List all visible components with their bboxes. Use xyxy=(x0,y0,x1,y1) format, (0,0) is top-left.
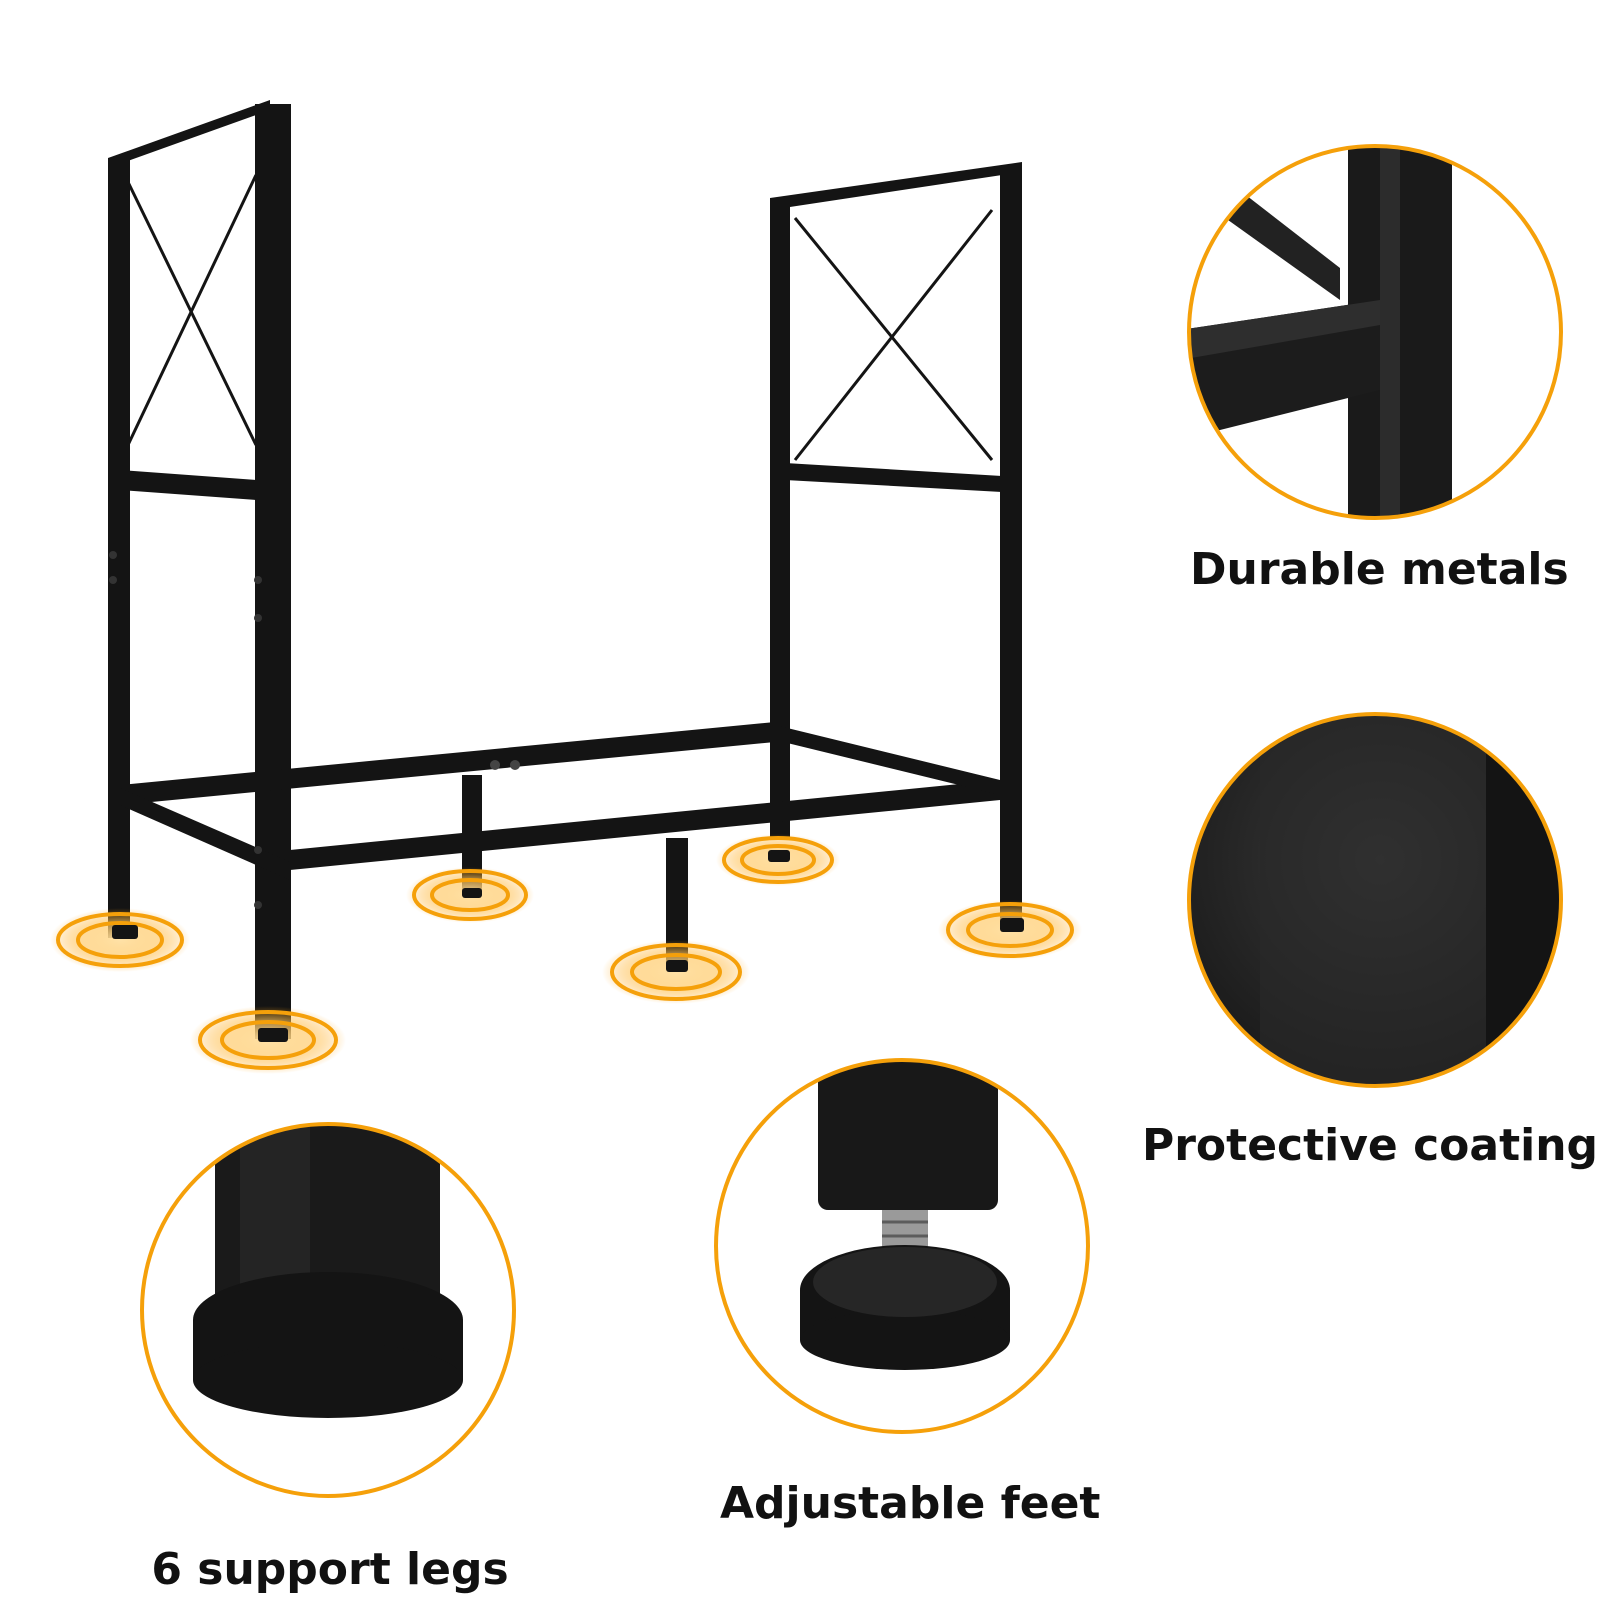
protective-coating-detail xyxy=(1187,712,1563,1088)
rack-frame xyxy=(108,100,1022,1039)
durable-metals-detail xyxy=(1187,144,1563,520)
caption-support-legs: 6 support legs xyxy=(151,1544,509,1595)
adjustable-feet-detail xyxy=(714,1058,1090,1434)
caption-durable-metals: Durable metals xyxy=(1190,544,1569,595)
foot-glow-rings xyxy=(50,834,1082,1074)
caption-adjustable-feet: Adjustable feet xyxy=(720,1478,1101,1529)
glow-ring xyxy=(50,908,190,972)
support-legs-detail xyxy=(140,1122,516,1498)
caption-protective-coating: Protective coating xyxy=(1141,1120,1599,1171)
